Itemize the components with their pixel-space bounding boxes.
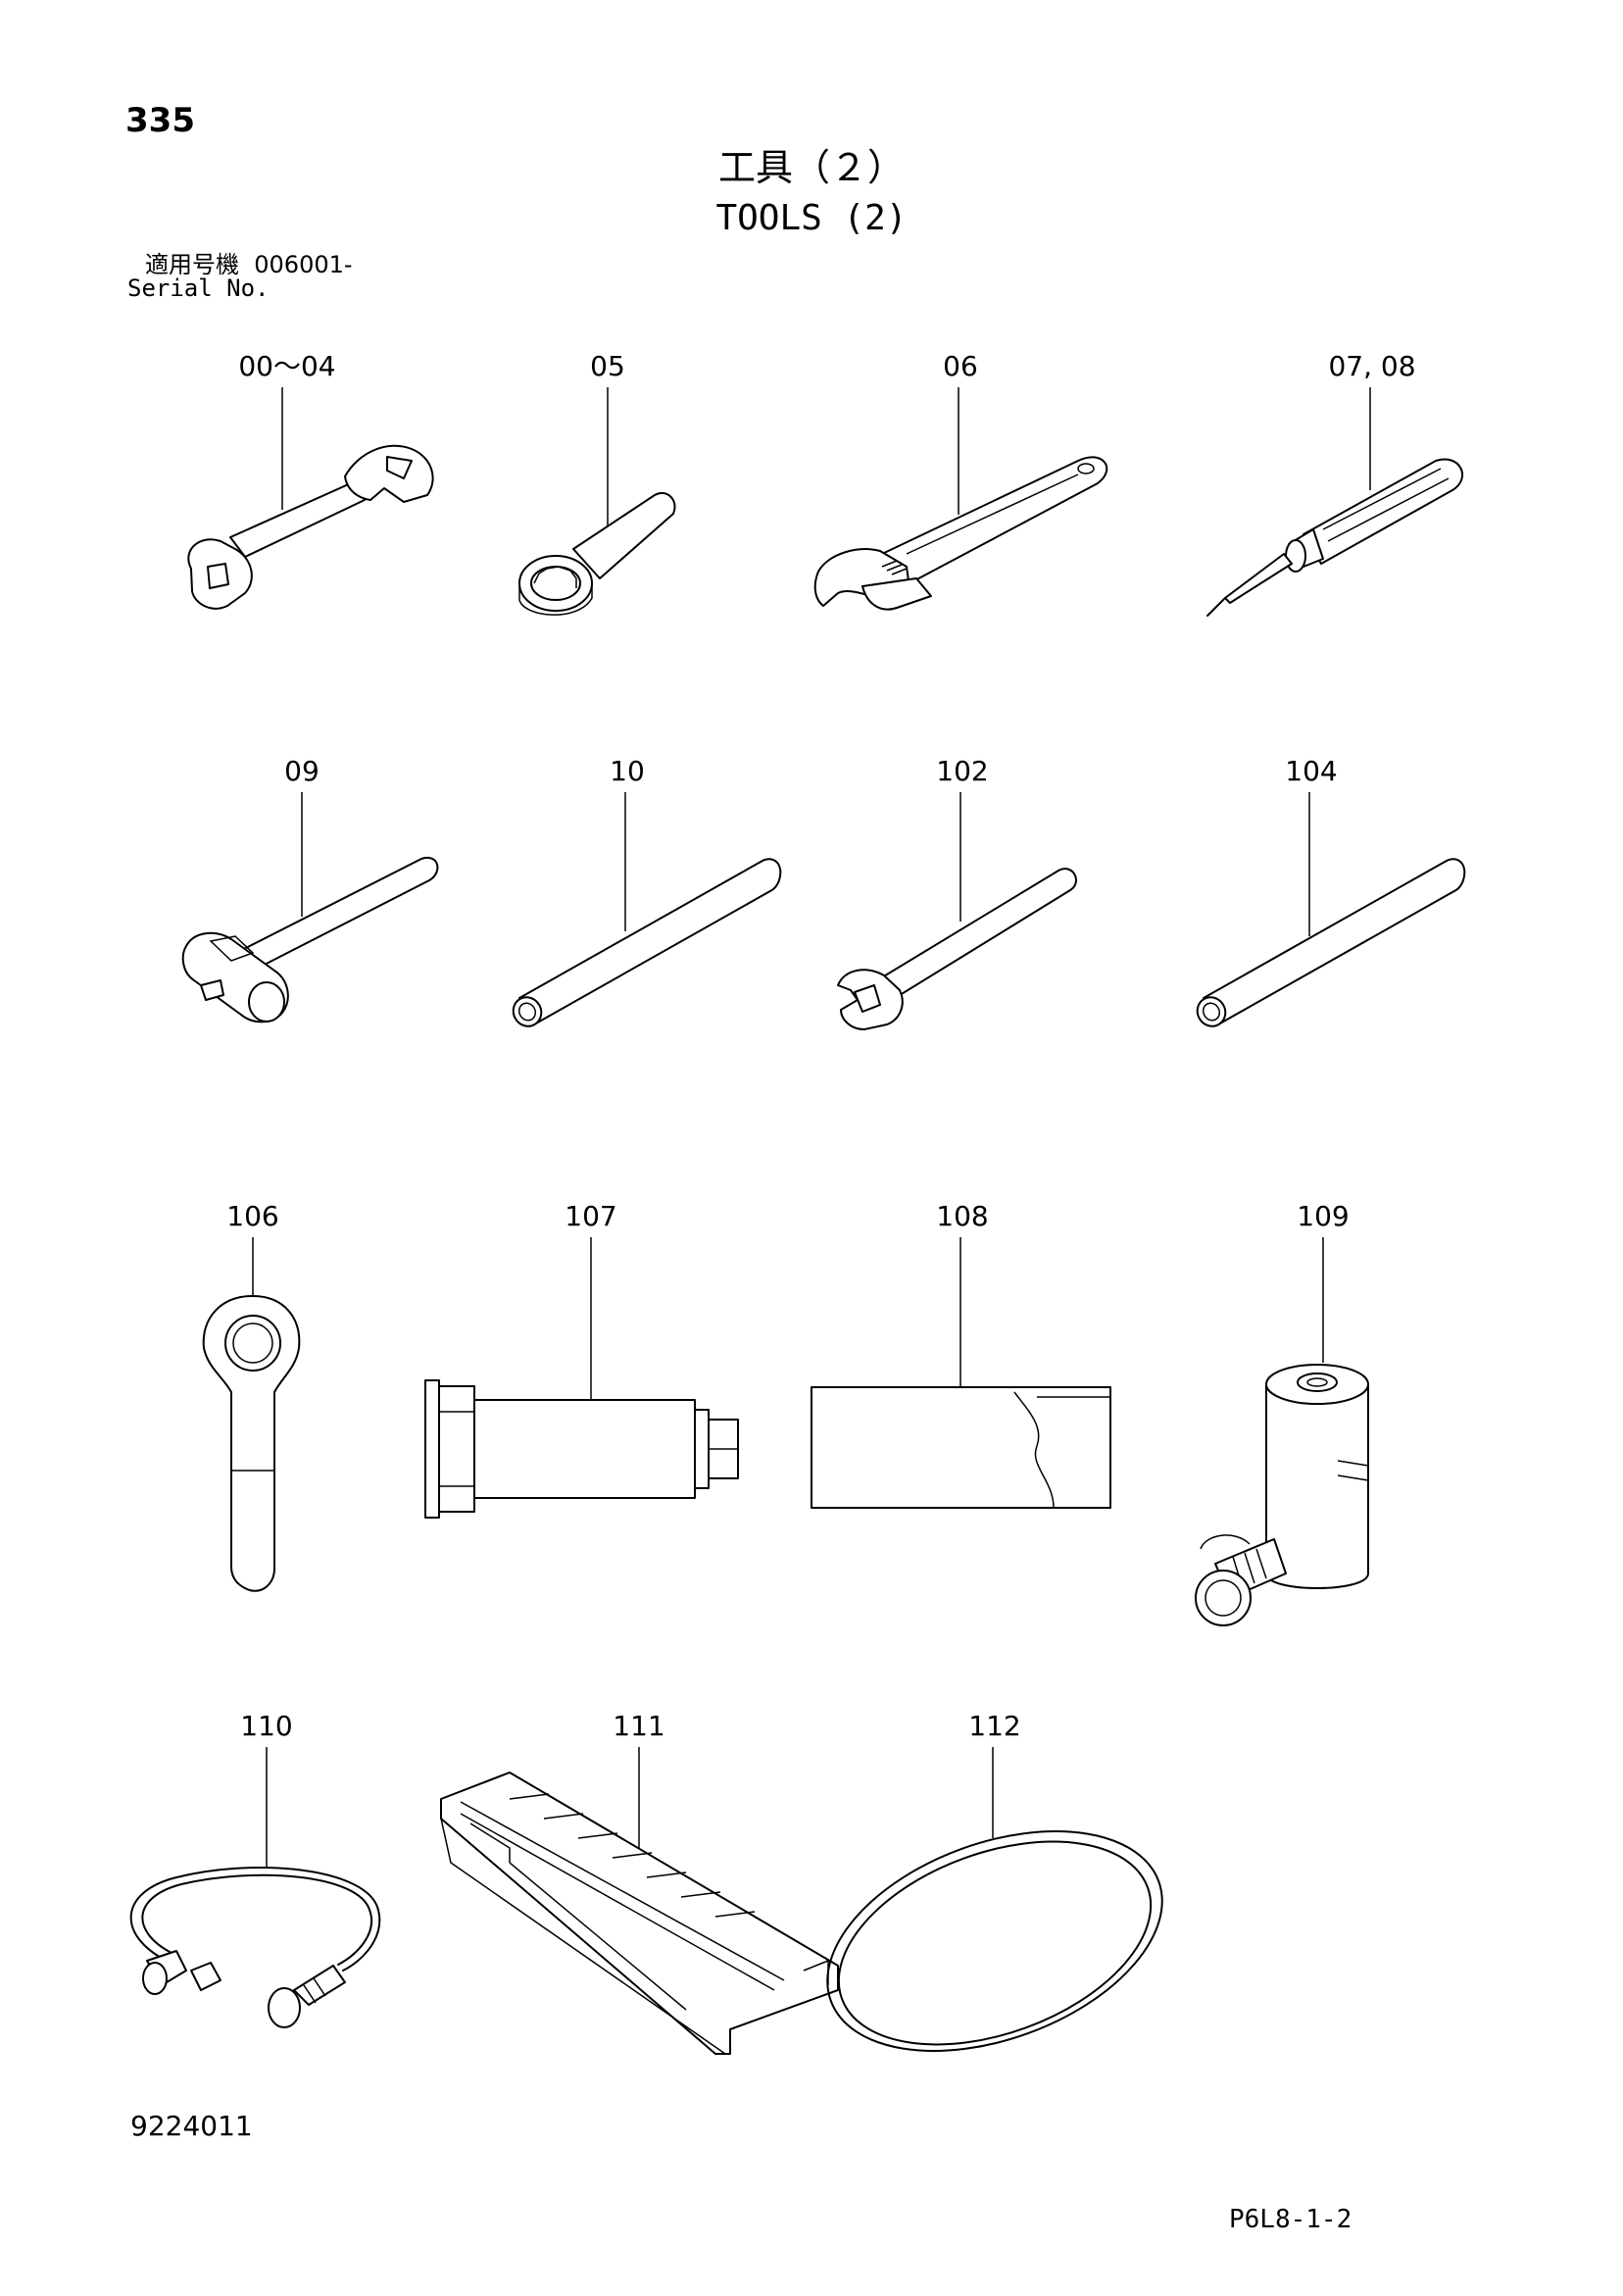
part-label: 109 [1297,1200,1349,1232]
part-09: 09 [181,755,439,1023]
part-label: 05 [590,350,625,382]
sheet-code: P6L8-1-2 [1229,2205,1352,2234]
part-label: 110 [240,1710,292,1742]
part-label: 111 [613,1710,664,1742]
part-07-08: 07, 08 [1206,350,1464,617]
plate-icon [811,1386,1111,1509]
part-05: 05 [518,350,676,616]
serial-label-japanese: 適用号機 [145,251,239,278]
part-label: 106 [226,1200,278,1232]
part-label: 107 [565,1200,616,1232]
hammer-icon [181,856,439,1023]
belt-icon [826,1830,1163,2052]
part-label: 06 [943,350,978,382]
ring-wrench-icon [518,492,676,616]
eye-bolt-icon [202,1295,301,1592]
part-00-04: 00〜04 [187,350,434,610]
serial-label-english: Serial No. [127,275,270,302]
part-112: 112 [826,1710,1163,2052]
open-end-wrench-icon [187,444,434,610]
hydraulic-jack-icon [1195,1364,1369,1626]
part-label: 102 [936,755,988,787]
hydraulic-hose-icon [129,1867,381,2028]
part-106: 106 [202,1200,301,1592]
part-104: 104 [1196,755,1466,1027]
part-110: 110 [129,1710,381,2028]
page-title-japanese: 工具（２） [717,146,905,189]
single-open-wrench-icon [837,868,1077,1030]
serial-value: 006001- [254,251,353,278]
page-title-english: TOOLS (2) [715,198,908,238]
part-108: 108 [811,1200,1111,1509]
pipe-icon [512,858,782,1027]
part-label: 104 [1285,755,1337,787]
part-label: 108 [936,1200,988,1232]
part-111: 111 [440,1710,839,2055]
part-label: 10 [610,755,645,787]
part-06: 06 [813,350,1108,611]
bushing-tool-icon [424,1379,739,1519]
page-number: 335 [125,101,195,140]
part-label: 112 [968,1710,1020,1742]
part-107: 107 [424,1200,739,1519]
part-109: 109 [1195,1200,1369,1626]
serial-line-japanese: 適用号機 006001- [145,253,353,276]
document-number: 9224011 [130,2110,253,2142]
part-102: 102 [837,755,1077,1030]
part-label: 09 [284,755,320,787]
part-label: 00〜04 [238,350,335,382]
pipe-icon [1196,858,1466,1027]
part-label: 07, 08 [1328,350,1415,382]
screwdriver-icon [1206,458,1464,617]
adjustable-wrench-icon [813,456,1108,611]
part-10: 10 [512,755,782,1027]
